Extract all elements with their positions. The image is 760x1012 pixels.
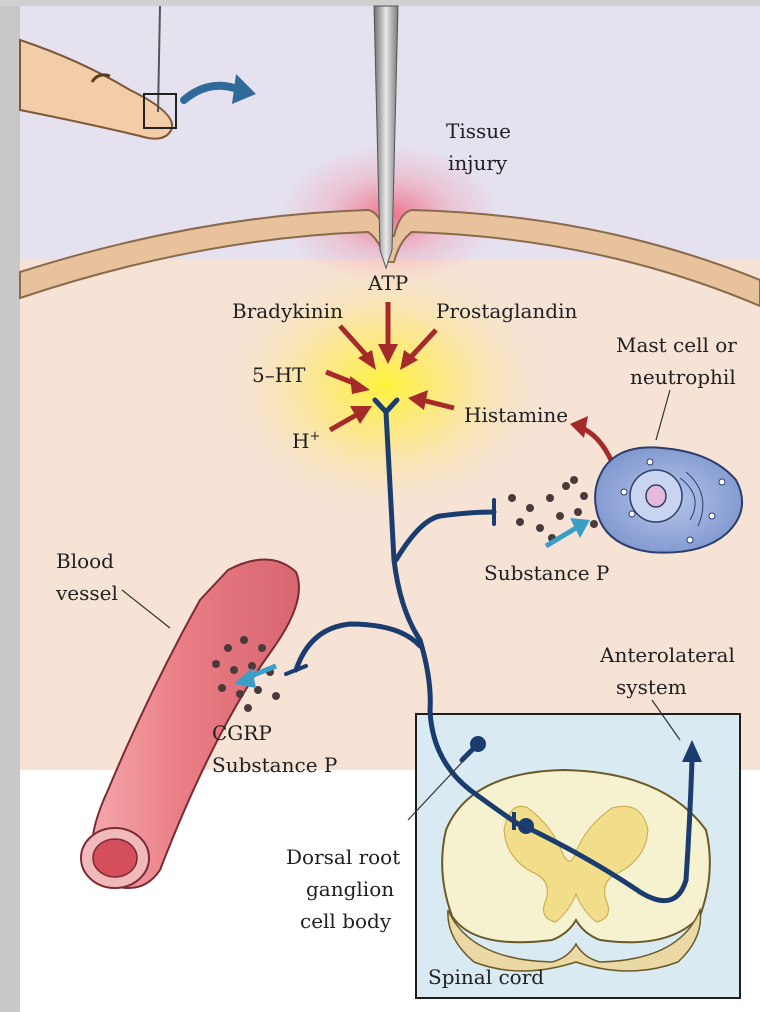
top-frame-border [0,0,760,6]
label-blood-vessel-2: vessel [55,581,118,605]
dorsal-root-ganglion-cell-body [470,736,486,752]
label-tissue-injury-2: injury [448,151,508,175]
label-drg-2: ganglion [306,877,394,901]
label-substance-p-right: Substance P [484,561,609,585]
label-atp: ATP [367,271,408,295]
label-anterolateral-2: system [616,675,687,699]
label-cgrp: CGRP [212,721,272,745]
label-anterolateral-1: Anterolateral [599,643,735,667]
label-tissue-injury-1: Tissue [446,119,511,143]
left-frame-border [0,0,20,1012]
label-drg-1: Dorsal root [286,845,400,869]
label-bradykinin: Bradykinin [232,299,343,323]
label-prostaglandin: Prostaglandin [436,299,577,323]
label-mast-cell-1: Mast cell or [616,333,737,357]
label-drg-3: cell body [300,909,392,933]
label-substance-p-left: Substance P [212,753,337,777]
label-mast-cell-2: neutrophil [630,365,736,389]
label-histamine: Histamine [464,403,568,427]
label-spinal-cord: Spinal cord [428,965,544,989]
label-5-ht: 5–HT [252,363,306,387]
label-h: H [292,429,309,453]
label-h-superscript: + [309,429,320,444]
dorsal-horn-synapse [518,818,534,834]
label-blood-vessel-1: Blood [56,549,114,573]
